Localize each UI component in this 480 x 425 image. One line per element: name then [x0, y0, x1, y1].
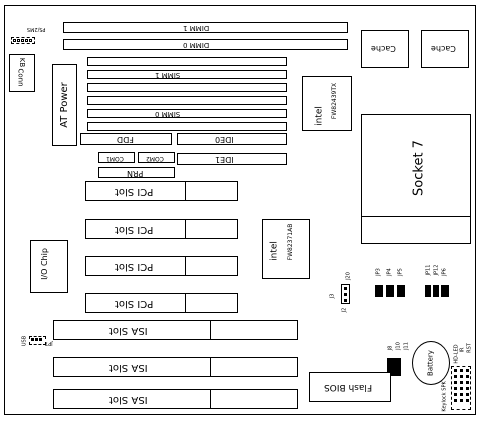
keyboard-connector: [9, 54, 35, 92]
ide0-connector: [177, 133, 287, 145]
jp7-label: JP7: [45, 340, 53, 346]
simm1-slot: [87, 70, 287, 79]
pci-slot-1-end: [185, 181, 238, 201]
pci-slot-3-label: PCI Slot: [115, 261, 154, 272]
jp12-jumper: [433, 285, 439, 297]
simm1-label: SIMM 1: [155, 71, 181, 79]
isa-slot-2-label: ISA Slot: [109, 362, 148, 373]
cache-left-label: Cache: [371, 44, 396, 53]
prn-connector: [98, 167, 175, 178]
ide1-label: IDE1: [215, 155, 234, 164]
isa-slot-2-end: [210, 357, 298, 377]
at-power-connector: [52, 64, 77, 146]
motherboard-diagram: PS/2MS KB Conn DIMM 1 DIMM 0 AT Power SI…: [4, 5, 476, 415]
cache-chip-left: [361, 30, 409, 68]
cache-right-label: Cache: [431, 44, 456, 53]
simm-slot-f: [87, 122, 287, 131]
kb-conn-label-line2: Conn: [16, 68, 25, 87]
com2-label: COM2: [146, 155, 164, 162]
dimm1-slot: [63, 22, 348, 33]
prn-label: PRN: [127, 169, 144, 178]
pci-slot-2-end: [185, 219, 238, 239]
kb-conn-label-line1: KB: [18, 57, 27, 68]
jp11-jumper: [425, 285, 431, 297]
io-chip: [30, 240, 68, 293]
simm0-slot: [87, 109, 287, 118]
fdd-connector: [80, 133, 172, 145]
jp3-jumper: [375, 285, 383, 297]
com2-connector: [138, 152, 175, 163]
northbridge-chip: [302, 76, 352, 131]
com1-connector: [98, 152, 135, 163]
ide1-connector: [177, 153, 287, 165]
pci-slot-4-label: PCI Slot: [115, 298, 154, 309]
j8-jumper: [387, 358, 401, 376]
com1-label: COM1: [106, 155, 124, 162]
socket7-lever: [361, 216, 471, 244]
ps2-label: PS/2MS: [27, 26, 46, 32]
flash-bios-chip: [309, 372, 391, 402]
pci-slot-2-label: PCI Slot: [115, 224, 154, 235]
battery: [412, 341, 450, 385]
isa-slot-1-end: [210, 320, 298, 340]
simm-slot-d: [87, 96, 287, 105]
simm-slot-c: [87, 83, 287, 92]
isa-slot-1-label: ISA Slot: [109, 325, 148, 336]
cache-chip-right: [421, 30, 469, 68]
pci-slot-1-label: PCI Slot: [115, 186, 154, 197]
pci-slot-3-end: [185, 256, 238, 276]
flash-bios-label: Flash BIOS: [324, 382, 373, 392]
dimm1-label: DIMM 1: [183, 24, 210, 32]
jp6-jumper: [441, 285, 449, 297]
dimm0-label: DIMM 0: [183, 41, 210, 49]
fdd-label: FDD: [117, 135, 134, 144]
ide0-label: IDE0: [215, 135, 234, 144]
jp5-jumper: [397, 285, 405, 297]
simm0-label: SIMM 0: [155, 110, 181, 118]
isa-slot-3-label: ISA Slot: [109, 394, 148, 405]
southbridge-chip: [262, 219, 310, 279]
simm-slot-a: [87, 57, 287, 66]
pci-slot-4-end: [185, 293, 238, 313]
isa-slot-3-end: [210, 389, 298, 409]
jp4-jumper: [386, 285, 394, 297]
dimm0-slot: [63, 39, 348, 50]
